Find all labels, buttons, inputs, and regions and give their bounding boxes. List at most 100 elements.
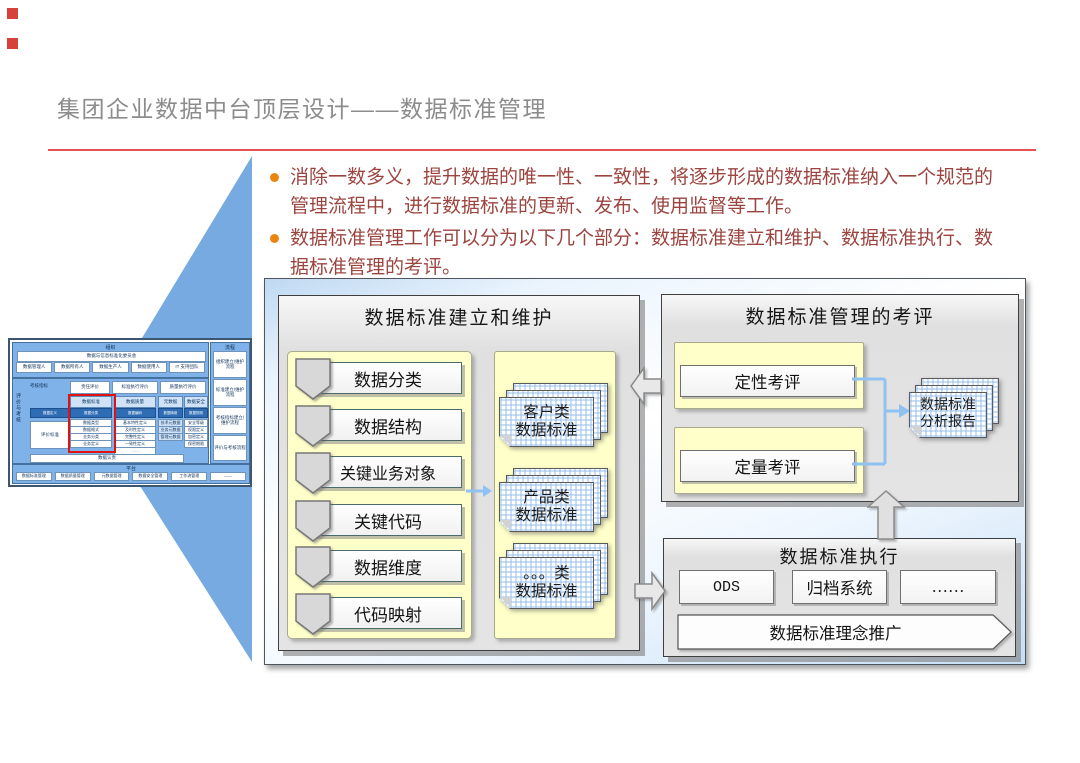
ods-box: ODS	[679, 570, 774, 604]
panel-review: 数据标准管理的考评 定性考评 定量考评 数据标准 分析报	[661, 294, 1019, 502]
document-sheet: 客户类 数据标准	[499, 397, 594, 447]
bullet-list: 消除一数多义，提升数据的唯一性、一致性，将逐步形成的数据标准纳入一个规范的管理流…	[268, 163, 1001, 285]
thumb-eval-standard-box: 评价标准	[30, 421, 70, 449]
logo-square-bottom	[7, 38, 18, 49]
thumb-role-box: IT 支持团队	[168, 362, 206, 373]
blue-arrow-icon	[466, 485, 492, 497]
panel-build-maintain: 数据标准建立和维护 数据分类 数据结构 关键业务对象 关键代码 数据维度 代码映…	[278, 295, 640, 651]
bullet-icon	[270, 173, 279, 182]
thumb-role-box: 数据使用人	[130, 362, 167, 373]
thumb-tab-metadata: 元数据	[158, 396, 183, 408]
thumb-org-header: 组织	[105, 345, 116, 351]
bullet-text: 数据标准管理工作可以分为以下几个部分：数据标准建立和维护、数据标准执行、数据标准…	[290, 227, 994, 279]
document-sheet: 产品类 数据标准	[499, 482, 594, 532]
review-yellow-panel: 定量考评	[674, 427, 864, 494]
thumb-blue-cell: 数据规则	[184, 408, 208, 418]
quantitative-review-box: 定量考评	[680, 450, 855, 482]
shield-icon	[295, 500, 331, 542]
connector-lines	[852, 377, 910, 466]
qualitative-review-box: 定性考评	[680, 365, 855, 397]
doc-label-line: 。。。类	[523, 564, 570, 582]
thumb-tab-data-quality: 数据质量	[114, 396, 156, 408]
review-yellow-panel: 定性考评	[674, 342, 864, 409]
thumb-col-cell: 管理元数据	[158, 433, 183, 441]
thumb-eval-section: 评价与考核 考核指标 责任评价 标准执行评价 质量执行评价 数据标准 数据质量 …	[12, 378, 209, 464]
page-title: 集团企业数据中台顶层设计——数据标准管理	[57, 96, 547, 122]
document-stack-other: 。。。类 数据标准	[499, 543, 608, 609]
thumb-kpi-label: 考核指标	[30, 383, 48, 388]
thumb-process-box: 组织建立/维护流程	[213, 351, 247, 378]
build-item-box: 代码映射	[314, 597, 462, 629]
thumb-role-box: 数据管理人	[16, 362, 53, 373]
panel-execution: 数据标准执行 ODS 归档系统 …… 数据标准理念推广	[663, 538, 1016, 657]
thumb-kpi-box: 标准执行评价	[112, 381, 158, 394]
doc-label-line: 客户类	[523, 403, 570, 421]
thumb-platform-header: 平台	[125, 466, 136, 472]
thumb-tab-data-standard: 数据标准	[70, 396, 112, 408]
build-item-box: 数据结构	[314, 409, 462, 441]
bullet-icon	[270, 233, 279, 243]
doc-label-line: 产品类	[523, 488, 570, 506]
ellipsis-box: ……	[900, 570, 996, 604]
shield-icon	[295, 593, 331, 635]
shield-icon	[295, 546, 331, 588]
thumb-kpi-box: 责任评价	[70, 381, 110, 394]
thumb-col-cell: 保密期限	[184, 440, 208, 448]
thumb-platform-box: 数据质量管理	[54, 472, 91, 481]
thumb-committee-box: 数据与信息标准化委员会	[17, 351, 206, 362]
document-sheet: 。。。类 数据标准	[499, 557, 594, 609]
thumb-blue-cell: 数据分类	[70, 408, 112, 418]
thumb-side-label: 评价与考核	[15, 393, 21, 423]
shield-icon	[295, 452, 331, 494]
build-item-box: 关键代码	[314, 504, 462, 536]
thumb-process-header: 流程	[224, 345, 235, 351]
thumb-process-box: 考核指标建立/维护流程	[213, 407, 247, 434]
doc-label: 客户类 数据标准	[500, 398, 593, 446]
bullet-item: 数据标准管理工作可以分为以下几个部分：数据标准建立和维护、数据标准执行、数据标准…	[268, 224, 1001, 283]
thumb-blue-cell: 数据映射	[158, 408, 183, 418]
build-item-box: 数据维度	[314, 550, 462, 582]
doc-label: 数据标准 分析报告	[910, 393, 986, 437]
bullet-text: 消除一数多义，提升数据的唯一性、一致性，将逐步形成的数据标准纳入一个规范的管理流…	[290, 167, 994, 218]
thumb-platform-row: 数据标准管理 数据质量管理 元数据管理 数据安全管理 工作流管理 ——	[16, 472, 246, 481]
doc-label-line: 分析报告	[920, 415, 976, 430]
arrow-left-icon	[630, 365, 662, 407]
banner-label: 数据标准理念推广	[769, 624, 902, 643]
promotion-banner: 数据标准理念推广	[677, 614, 1012, 650]
thumb-platform-box: 元数据管理	[93, 472, 130, 481]
panel-build-title: 数据标准建立和维护	[364, 308, 554, 329]
thumb-platform-box: ——	[210, 472, 246, 481]
thumb-platform-box: 工作流管理	[171, 472, 208, 481]
panel-review-title: 数据标准管理的考评	[745, 307, 935, 328]
shield-icon	[295, 405, 331, 447]
arrow-up-icon	[867, 490, 905, 540]
thumb-org-section: 组织 数据与信息标准化委员会 数据管理人 数据所有人 数据生产人 数据使用人 I…	[12, 342, 209, 378]
logo-square-top	[7, 8, 18, 19]
bullet-item: 消除一数多义，提升数据的唯一性、一致性，将逐步形成的数据标准纳入一个规范的管理流…	[268, 163, 1001, 222]
doc-label: 产品类 数据标准	[500, 483, 593, 531]
diagram-canvas: 数据标准建立和维护 数据分类 数据结构 关键业务对象 关键代码 数据维度 代码映…	[264, 278, 1026, 665]
build-item-box: 数据分类	[314, 362, 462, 394]
doc-label-line: 数据标准	[515, 583, 578, 600]
thumb-process-box: 标准建立/维护流程	[213, 379, 247, 406]
document-sheet: 数据标准 分析报告	[909, 392, 987, 438]
document-stack-report: 数据标准 分析报告	[909, 378, 1016, 436]
thumb-role-box: 数据所有人	[54, 362, 91, 373]
archive-system-box: 归档系统	[792, 570, 887, 604]
thumb-tab-data-security: 数据安全	[184, 396, 208, 408]
thumb-platform-box: 数据标准管理	[16, 472, 52, 481]
page-fold-icon	[500, 520, 511, 531]
doc-label-line: 数据标准	[515, 422, 578, 439]
document-stack-customer: 客户类 数据标准	[499, 383, 608, 447]
doc-label-line: 数据标准	[515, 507, 578, 524]
thumb-col-cell: 业务定义	[70, 440, 112, 448]
panel-exec-title: 数据标准执行	[779, 547, 900, 567]
thumb-blue-cell: 数据编码	[114, 408, 156, 418]
page-fold-icon	[500, 435, 511, 446]
thumb-responsibility-bar: 数据认责	[30, 454, 184, 463]
build-items-panel	[287, 351, 472, 639]
framework-thumbnail: 组织 数据与信息标准化委员会 数据管理人 数据所有人 数据生产人 数据使用人 I…	[8, 338, 252, 487]
shield-icon	[295, 358, 331, 400]
page-fold-icon	[500, 597, 511, 608]
